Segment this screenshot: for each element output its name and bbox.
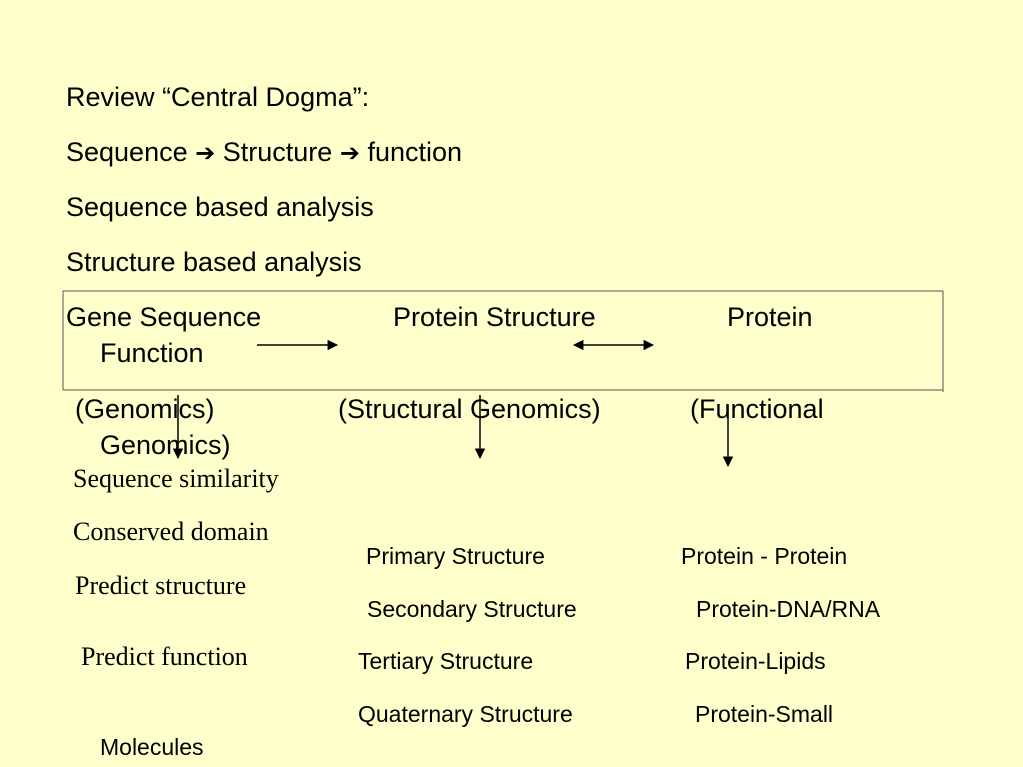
protein-small: Protein-Small xyxy=(695,701,834,727)
gene-sequence-label: Gene Sequence xyxy=(66,302,262,332)
dogma-structure: Structure xyxy=(222,137,333,167)
tertiary-structure: Tertiary Structure xyxy=(358,648,534,674)
quaternary-structure: Quaternary Structure xyxy=(358,701,573,727)
dogma-line: Sequence ➔ Structure ➔ function xyxy=(66,139,462,166)
sequence-analysis-line: Sequence based analysis xyxy=(66,192,374,222)
genomics-label: (Genomics) xyxy=(75,394,215,424)
sequence-similarity: Sequence similarity xyxy=(73,464,279,493)
protein-protein: Protein - Protein xyxy=(681,543,848,569)
genomics-cont-label: Genomics) xyxy=(100,430,231,460)
dogma-function: function xyxy=(367,137,463,167)
function-label: Function xyxy=(100,338,204,368)
primary-structure: Primary Structure xyxy=(366,543,545,569)
protein-dna-rna: Protein-DNA/RNA xyxy=(696,596,881,622)
conserved-domain: Conserved domain xyxy=(73,517,269,546)
predict-structure: Predict structure xyxy=(75,571,247,600)
protein-lipids: Protein-Lipids xyxy=(685,648,826,674)
right-arrow-icon: ➔ xyxy=(339,139,360,167)
secondary-structure: Secondary Structure xyxy=(367,596,577,622)
structural-genomics-label: (Structural Genomics) xyxy=(338,394,601,424)
protein-label: Protein xyxy=(727,302,813,332)
predict-function: Predict function xyxy=(81,642,248,671)
review-heading: Review “Central Dogma”: xyxy=(66,82,370,112)
functional-label: (Functional xyxy=(690,394,824,424)
right-arrow-icon: ➔ xyxy=(195,139,216,167)
dogma-sequence: Sequence xyxy=(66,137,188,167)
structure-analysis-line: Structure based analysis xyxy=(66,247,362,277)
protein-structure-label: Protein Structure xyxy=(393,302,596,332)
molecules-label: Molecules xyxy=(100,734,204,760)
